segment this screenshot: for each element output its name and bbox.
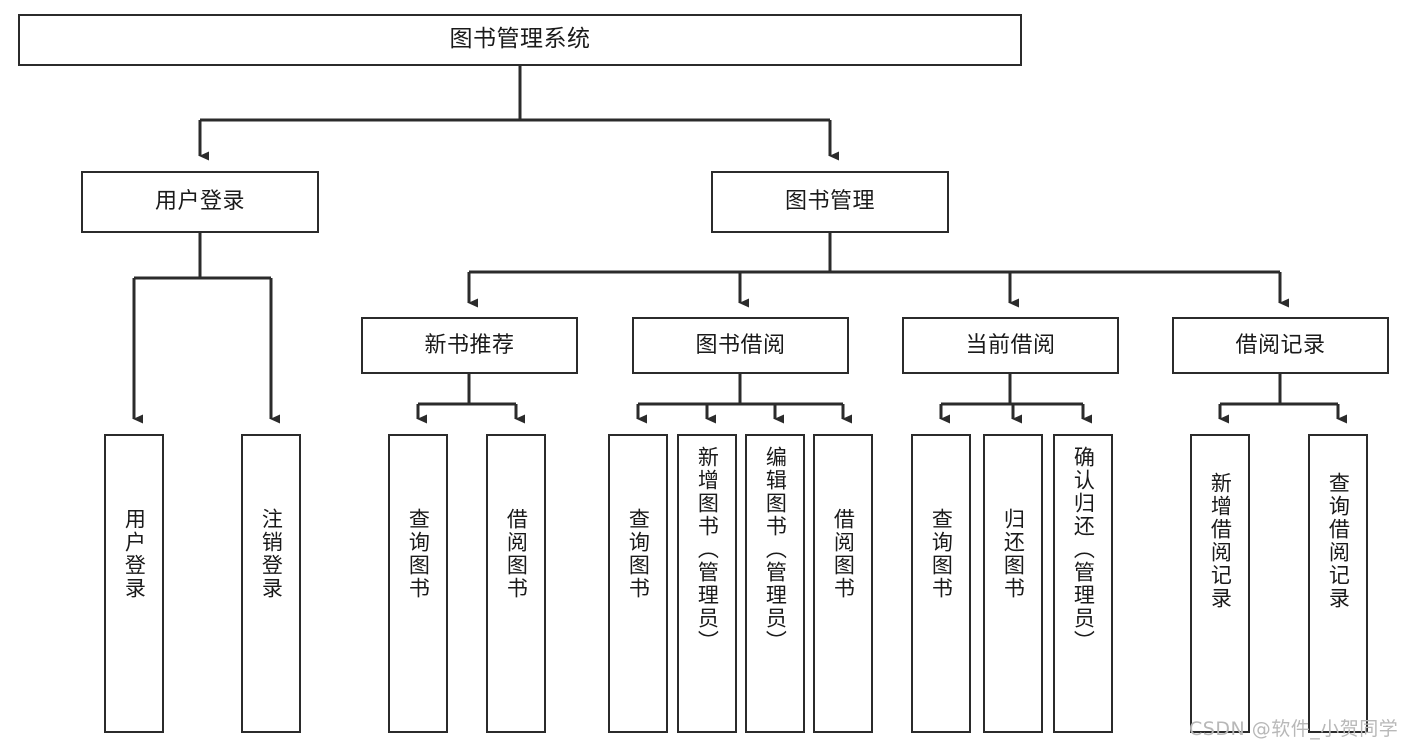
node-leaf-edit-book-admin-label: 编辑图书（管理员） [763, 446, 788, 653]
node-new-book-recommend[interactable]: 新书推荐 [361, 317, 578, 374]
node-user-login[interactable]: 用户登录 [81, 171, 319, 233]
node-leaf-query-book-2[interactable]: 查询图书 [608, 434, 668, 733]
node-leaf-borrow-book-1[interactable]: 借阅图书 [486, 434, 546, 733]
node-leaf-return-book-label: 归还图书 [1001, 508, 1026, 600]
node-leaf-logout-login-label: 注销登录 [259, 508, 284, 600]
node-leaf-return-book[interactable]: 归还图书 [983, 434, 1043, 733]
node-leaf-query-book-2-label: 查询图书 [626, 508, 651, 600]
node-leaf-add-borrow-record[interactable]: 新增借阅记录 [1190, 434, 1250, 733]
node-leaf-add-book-admin[interactable]: 新增图书（管理员） [677, 434, 737, 733]
node-leaf-query-book-3[interactable]: 查询图书 [911, 434, 971, 733]
node-user-login-label: 用户登录 [154, 189, 245, 215]
node-borrow-record-label: 借阅记录 [1235, 332, 1326, 358]
node-book-management-label: 图书管理 [784, 189, 875, 215]
node-leaf-add-borrow-record-label: 新增借阅记录 [1208, 472, 1233, 610]
node-leaf-logout-login[interactable]: 注销登录 [241, 434, 301, 733]
node-borrow-record[interactable]: 借阅记录 [1172, 317, 1389, 374]
node-leaf-borrow-book-1-label: 借阅图书 [504, 508, 529, 600]
node-root-label: 图书管理系统 [449, 26, 591, 53]
node-leaf-query-book-1-label: 查询图书 [406, 508, 431, 600]
node-leaf-query-borrow-record-label: 查询借阅记录 [1326, 472, 1351, 610]
node-new-book-recommend-label: 新书推荐 [424, 332, 515, 358]
node-current-borrow-label: 当前借阅 [965, 332, 1056, 358]
node-book-borrow[interactable]: 图书借阅 [632, 317, 849, 374]
node-leaf-confirm-return-admin-label: 确认归还（管理员） [1071, 446, 1096, 653]
node-current-borrow[interactable]: 当前借阅 [902, 317, 1119, 374]
node-leaf-user-login-label: 用户登录 [122, 508, 147, 600]
node-book-borrow-label: 图书借阅 [695, 332, 786, 358]
node-leaf-borrow-book-2[interactable]: 借阅图书 [813, 434, 873, 733]
node-book-management[interactable]: 图书管理 [711, 171, 949, 233]
node-leaf-query-borrow-record[interactable]: 查询借阅记录 [1308, 434, 1368, 733]
node-leaf-borrow-book-2-label: 借阅图书 [831, 508, 856, 600]
node-leaf-query-book-1[interactable]: 查询图书 [388, 434, 448, 733]
node-leaf-user-login[interactable]: 用户登录 [104, 434, 164, 733]
node-leaf-add-book-admin-label: 新增图书（管理员） [695, 446, 720, 653]
node-leaf-edit-book-admin[interactable]: 编辑图书（管理员） [745, 434, 805, 733]
node-leaf-query-book-3-label: 查询图书 [929, 508, 954, 600]
node-root[interactable]: 图书管理系统 [18, 14, 1022, 66]
node-leaf-confirm-return-admin[interactable]: 确认归还（管理员） [1053, 434, 1113, 733]
